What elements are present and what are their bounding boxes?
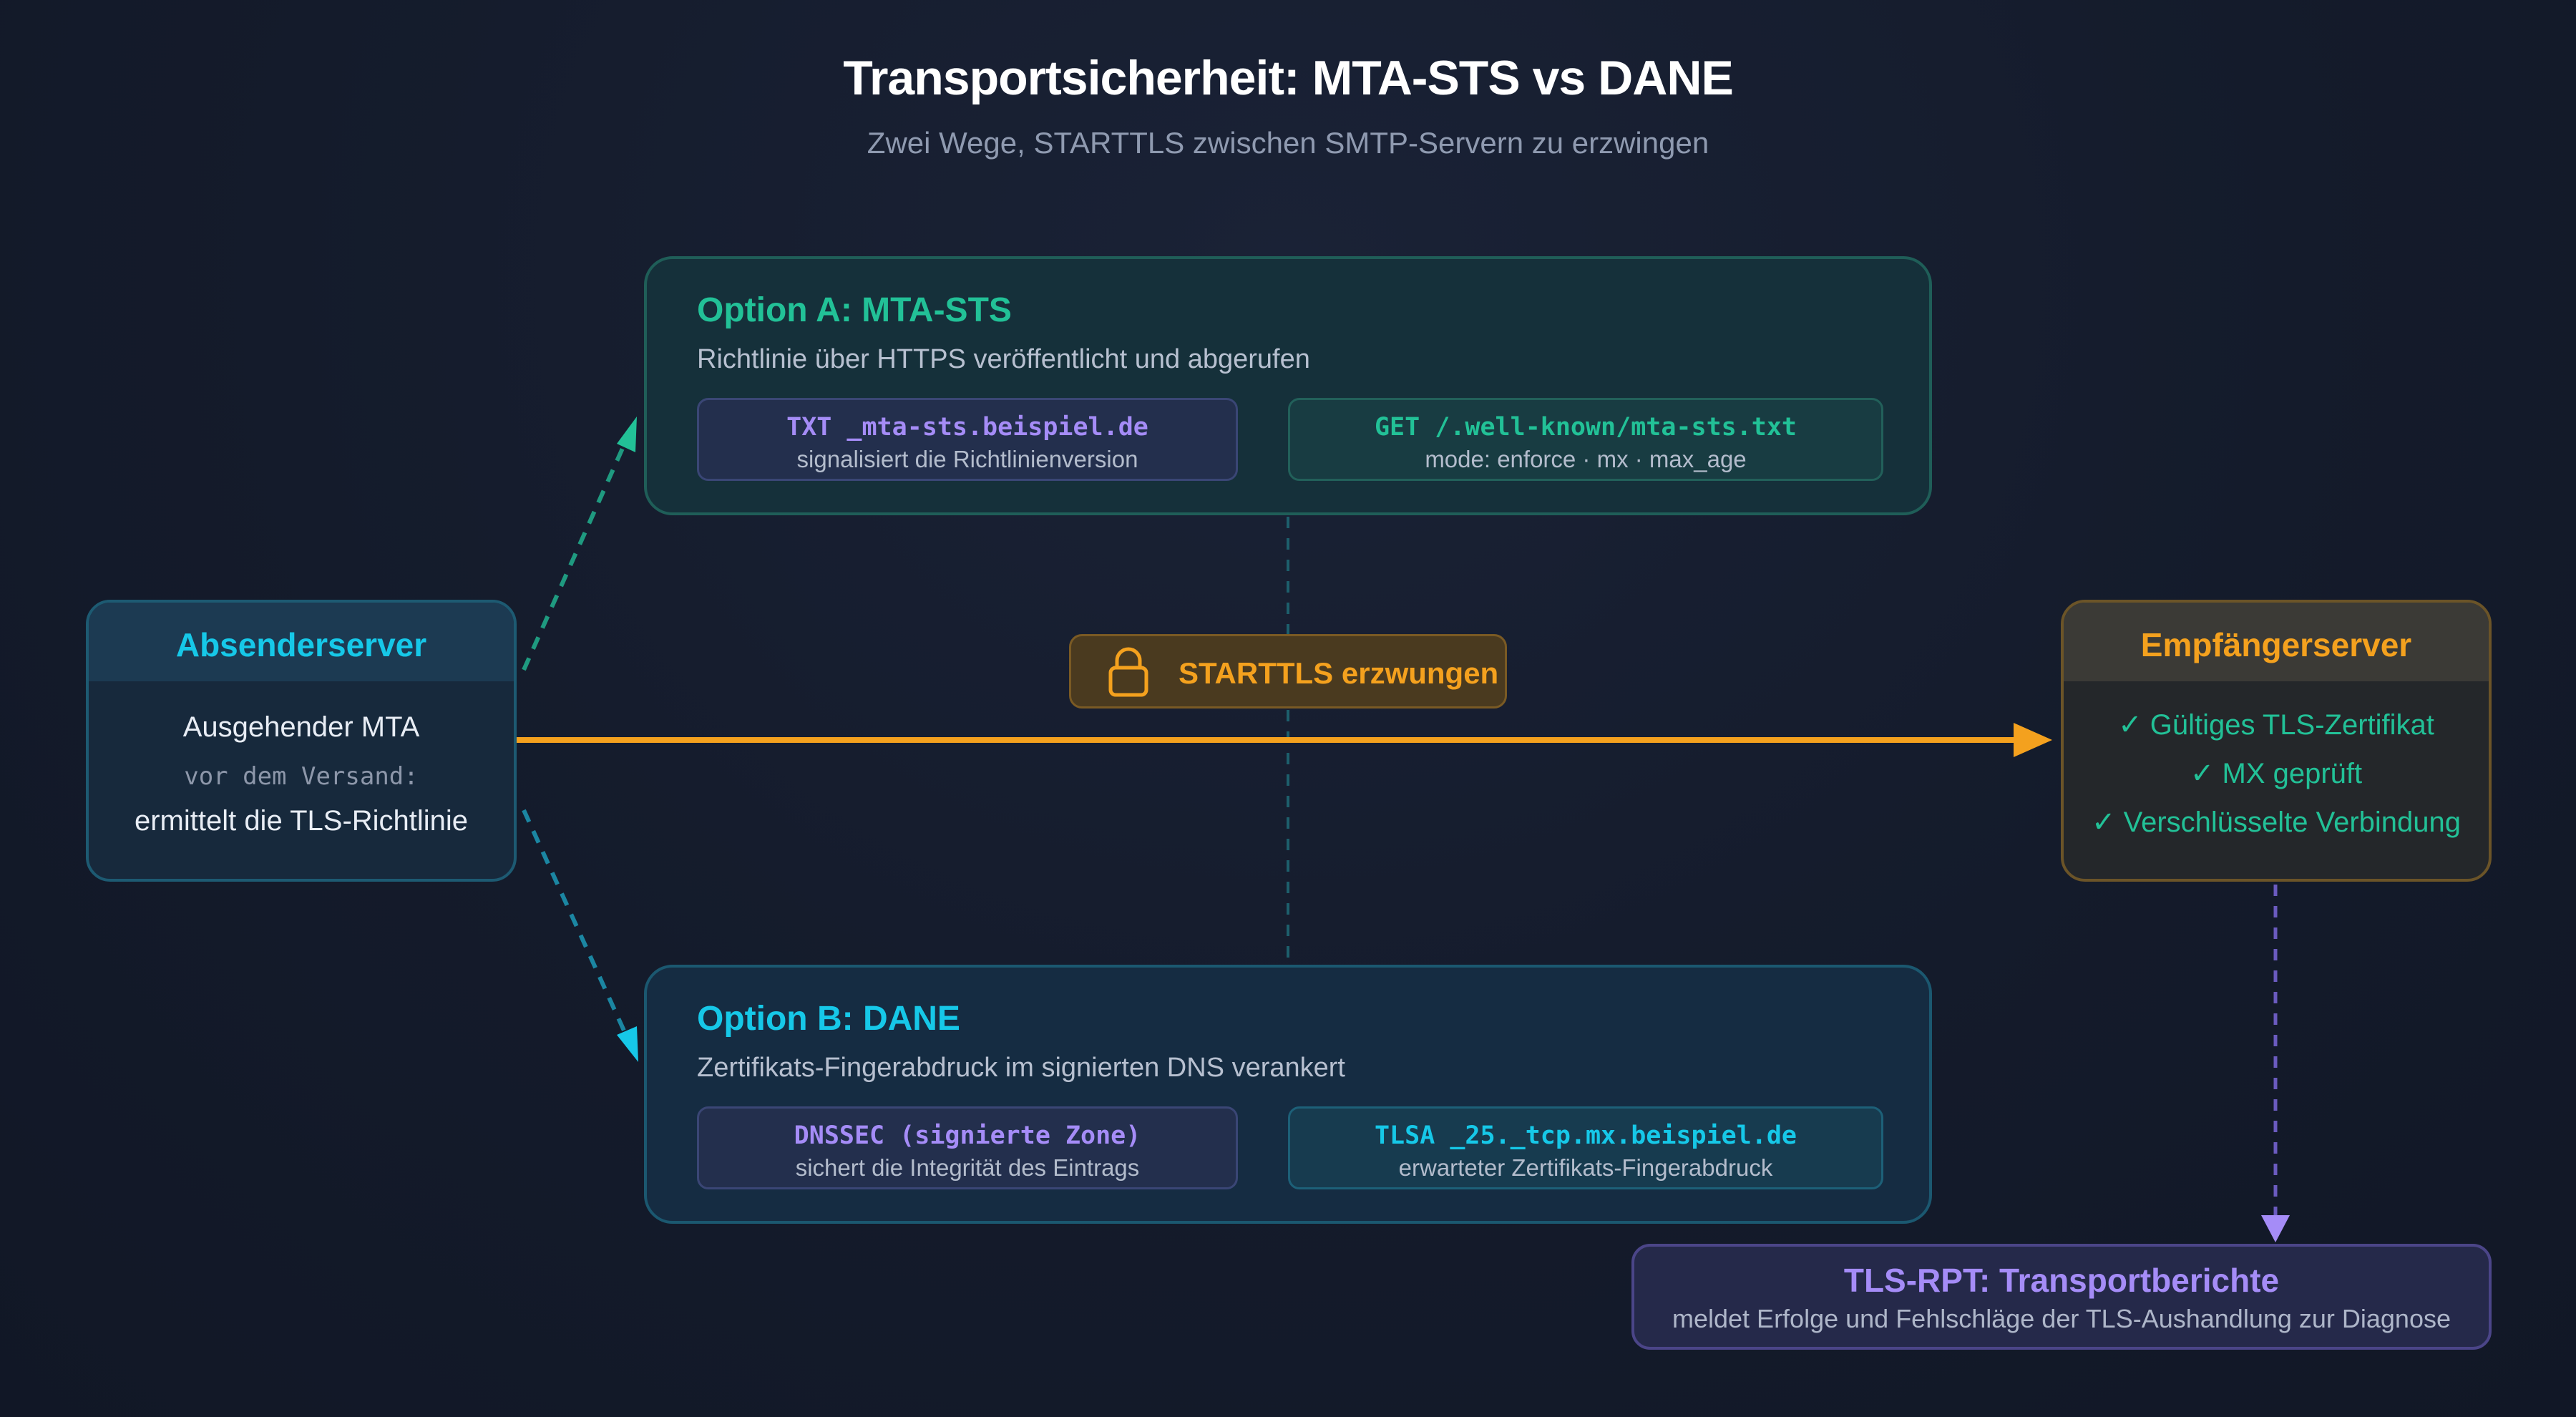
lock-icon: [1107, 645, 1150, 701]
arrow-sender-to-option-b: [522, 809, 626, 1032]
starttls-badge: STARTTLS erzwungen: [1069, 634, 1507, 708]
receiver-check-mx: ✓ MX geprüft: [2190, 758, 2363, 789]
option-b-chip2-note: erwarteter Zertifikats-Fingerabdruck: [1398, 1154, 1773, 1181]
sender-title: Absenderserver: [89, 603, 514, 681]
diagram-title: Transportsicherheit: MTA-STS vs DANE: [843, 51, 1734, 105]
tls-rpt-title: TLS-RPT: Transportberichte: [1843, 1262, 2280, 1299]
option-a-chip2-code: GET /.well-known/mta-sts.txt: [1374, 413, 1797, 442]
tls-rpt-subtitle: meldet Erfolge und Fehlschläge der TLS-A…: [1672, 1304, 2451, 1333]
option-b-title: Option B: DANE: [697, 1000, 960, 1038]
receiver-title: Empfängerserver: [2064, 603, 2489, 681]
option-a-mta-sts-box: Option A: MTA-STS Richtlinie über HTTPS …: [644, 256, 1932, 515]
receiver-check-certificate: ✓ Gültiges TLS-Zertifikat: [2118, 709, 2434, 741]
arrowhead-option-a: [617, 417, 637, 452]
option-a-txt-record-chip: TXT _mta-sts.beispiel.de signalisiert di…: [697, 398, 1238, 481]
option-a-policy-fetch-chip: GET /.well-known/mta-sts.txt mode: enfor…: [1288, 398, 1883, 481]
option-a-chip1-note: signalisiert die Richtlinienversion: [796, 446, 1138, 472]
tls-rpt-box: TLS-RPT: Transportberichte meldet Erfolg…: [1631, 1244, 2492, 1350]
arrow-sender-to-option-a: [522, 444, 626, 671]
option-b-description: Zertifikats-Fingerabdruck im signierten …: [697, 1053, 1345, 1083]
sender-line-mta: Ausgehender MTA: [182, 711, 420, 743]
sender-server-box: Absenderserver Ausgehender MTA vor dem V…: [86, 600, 517, 882]
receiver-server-box: Empfängerserver ✓ Gültiges TLS-Zertifika…: [2061, 600, 2492, 882]
option-a-chip1-code: TXT _mta-sts.beispiel.de: [786, 413, 1148, 442]
arrowhead-option-b: [617, 1026, 638, 1062]
option-a-title: Option A: MTA-STS: [697, 291, 1012, 329]
option-a-chip2-note: mode: enforce · mx · max_age: [1425, 446, 1747, 472]
sender-line-before-send: vor dem Versand:: [184, 762, 419, 791]
starttls-arrowhead: [2014, 723, 2052, 757]
starttls-badge-label: STARTTLS erzwungen: [1179, 656, 1499, 690]
receiver-check-encrypted: ✓ Verschlüsselte Verbindung: [2091, 807, 2462, 838]
sender-line-policy: ermittelt die TLS-Richtlinie: [134, 805, 469, 837]
option-b-chip2-code: TLSA _25._tcp.mx.beispiel.de: [1374, 1121, 1797, 1150]
arrowhead-report: [2261, 1215, 2290, 1242]
option-b-dane-box: Option B: DANE Zertifikats-Fingerabdruck…: [644, 965, 1932, 1224]
option-b-chip1-code: DNSSEC (signierte Zone): [794, 1121, 1141, 1150]
diagram-subtitle: Zwei Wege, STARTTLS zwischen SMTP-Server…: [867, 126, 1709, 160]
option-b-chip1-note: sichert die Integrität des Eintrags: [795, 1154, 1140, 1181]
option-b-dnssec-chip: DNSSEC (signierte Zone) sichert die Inte…: [697, 1106, 1238, 1189]
option-a-description: Richtlinie über HTTPS veröffentlicht und…: [697, 344, 1310, 374]
option-b-tlsa-chip: TLSA _25._tcp.mx.beispiel.de erwarteter …: [1288, 1106, 1883, 1189]
